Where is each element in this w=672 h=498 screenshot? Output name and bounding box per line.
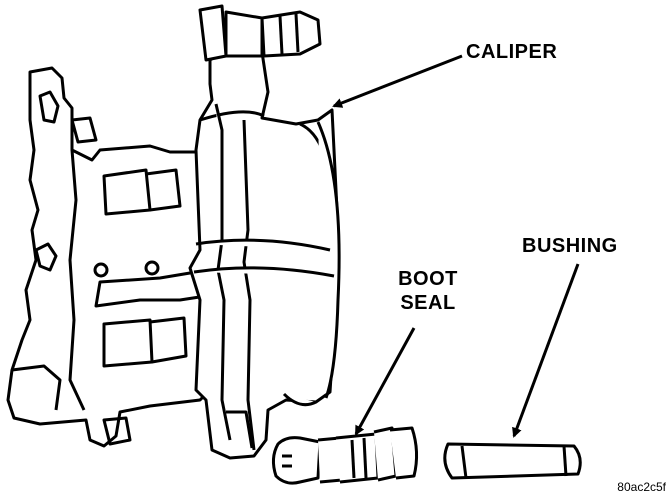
caliper-bleeder-tab — [198, 4, 322, 62]
boot-seal-label-line2: SEAL — [400, 292, 456, 314]
figure-code: 80ac2c5f — [617, 480, 666, 494]
caliper-leader-arrow — [332, 54, 463, 108]
caliper-label: CALIPER — [466, 41, 558, 63]
boot-seal-leader-arrow — [354, 327, 416, 436]
bushing-label: BUSHING — [522, 235, 618, 257]
bushing-part — [443, 442, 582, 480]
bushing-leader-arrow — [512, 263, 580, 438]
boot-seal-label: BOOT SEAL — [388, 267, 468, 315]
mounting-adapter — [6, 66, 212, 448]
caliper-housing — [188, 48, 341, 460]
leader-arrows — [332, 54, 580, 438]
boot-seal-part — [271, 426, 419, 485]
boot-seal-label-line1: BOOT — [398, 268, 458, 290]
